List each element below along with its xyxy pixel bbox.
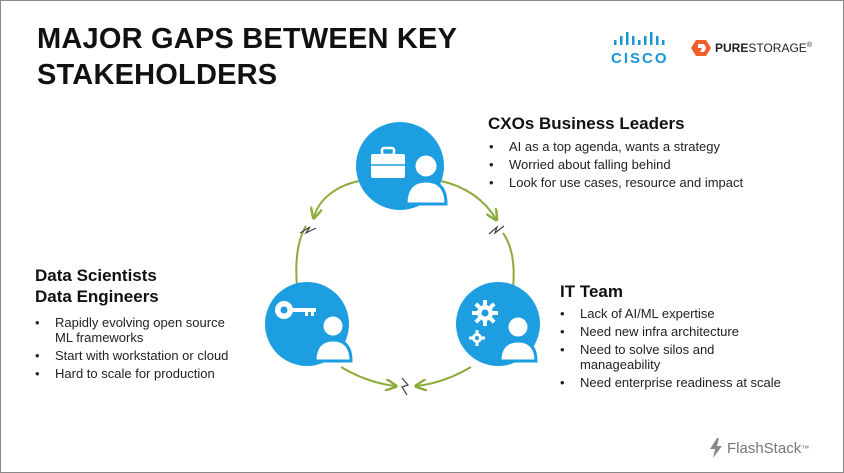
list-item: Worried about falling behind xyxy=(489,157,789,172)
pure-storage-mark-icon xyxy=(691,40,711,56)
it-heading: IT Team xyxy=(560,282,623,301)
it-gears-person-icon xyxy=(456,282,540,366)
cxo-bullet-list: AI as a top agenda, wants a strategy Wor… xyxy=(489,139,789,193)
trademark: ™ xyxy=(801,443,810,453)
list-item: Need new infra architecture xyxy=(560,324,810,339)
page-title: MAJOR GAPS BETWEEN KEY STAKEHOLDERS xyxy=(37,21,457,93)
data-heading: Data Scientists Data Engineers xyxy=(35,265,159,307)
pure-storage-wordmark: PURESTORAGE® xyxy=(715,41,812,55)
data-bullet-list: Rapidly evolving open source ML framewor… xyxy=(35,315,240,384)
lightning-icon xyxy=(488,225,505,235)
list-item: Rapidly evolving open source ML framewor… xyxy=(35,315,240,345)
flashstack-wordmark: FlashStack xyxy=(727,439,802,457)
list-item: Start with workstation or cloud xyxy=(35,348,240,363)
data-heading-line-2: Data Engineers xyxy=(35,287,159,306)
lightning-icon xyxy=(299,226,317,235)
data-key-person-icon xyxy=(265,282,353,366)
title-line-2: STAKEHOLDERS xyxy=(37,59,278,91)
it-bullet-list: Lack of AI/ML expertise Need new infra a… xyxy=(560,306,810,393)
list-item: Need enterprise readiness at scale xyxy=(560,375,810,390)
list-item: Look for use cases, resource and impact xyxy=(489,175,789,190)
list-item: Lack of AI/ML expertise xyxy=(560,306,810,321)
lightning-icon xyxy=(401,377,410,396)
cisco-bars-icon xyxy=(614,32,665,45)
arrow-it-to-cxo xyxy=(502,232,515,290)
list-item: Hard to scale for production xyxy=(35,366,240,381)
arrow-cxo-to-data xyxy=(314,180,360,217)
arrow-data-to-cxo xyxy=(295,225,307,288)
pure-storage-logo: PURESTORAGE® xyxy=(691,39,812,57)
cisco-logo: CISCO xyxy=(611,50,669,67)
cycle-arrows xyxy=(295,180,515,386)
cxo-heading: CXOs Business Leaders xyxy=(488,114,685,133)
arrow-cxo-to-it xyxy=(440,180,496,219)
arrow-it-to-data xyxy=(417,366,472,386)
data-heading-line-1: Data Scientists xyxy=(35,266,157,285)
title-line-1: MAJOR GAPS BETWEEN KEY xyxy=(37,23,458,55)
cxo-briefcase-person-icon xyxy=(356,122,448,210)
list-item: AI as a top agenda, wants a strategy xyxy=(489,139,789,154)
arrow-data-to-it xyxy=(340,366,395,386)
list-item: Need to solve silos and manageability xyxy=(560,342,740,372)
flashstack-bolt-icon xyxy=(710,438,722,458)
partner-logos: CISCO PURESTORAGE® xyxy=(611,31,812,71)
